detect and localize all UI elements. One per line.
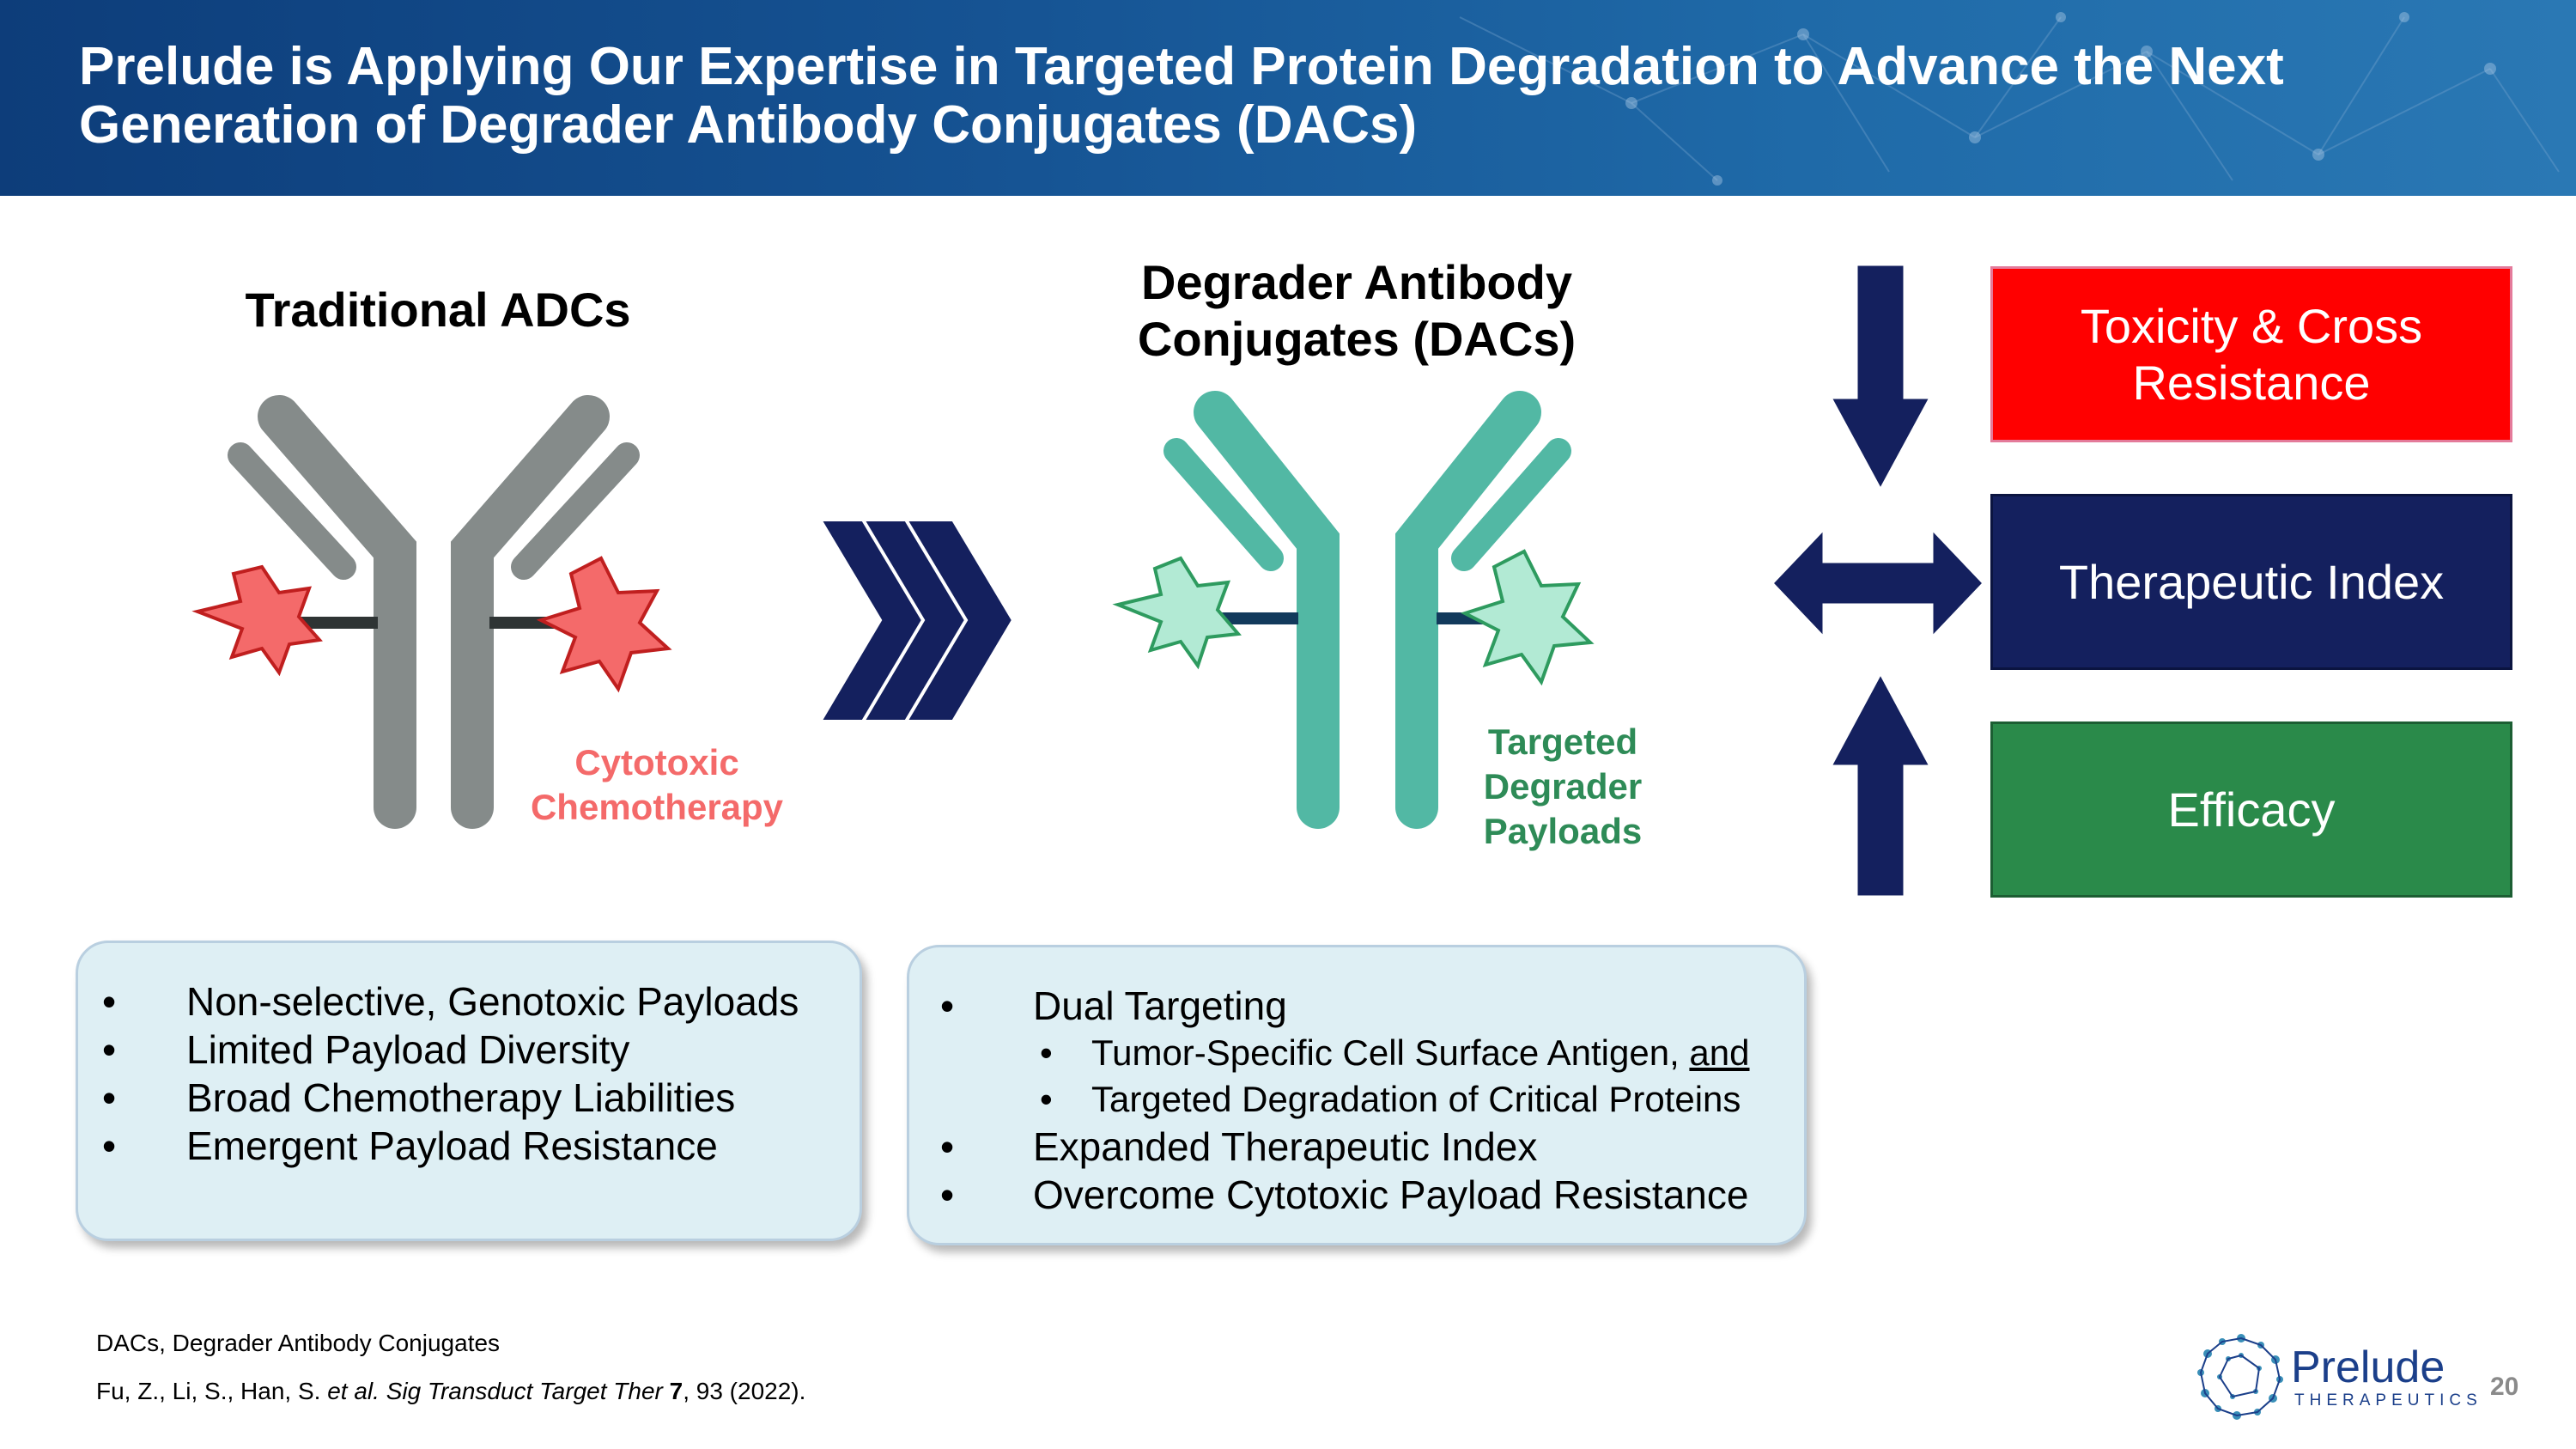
toxicity-cross-resistance-box: Toxicity & Cross Resistance [1990, 266, 2512, 442]
traditional-bullet-list: •Non-selective, Genotoxic Payloads •Limi… [102, 977, 834, 1170]
page-title: Prelude is Applying Our Expertise in Tar… [79, 37, 2284, 155]
list-item: •Dual Targeting [940, 983, 1287, 1028]
dac-heading: Degrader Antibody Conjugates (DACs) [1137, 255, 1577, 366]
list-item: •Broad Chemotherapy Liabilities [102, 1075, 736, 1120]
list-item: •Tumor-Specific Cell Surface Antigen, an… [1040, 1032, 1750, 1073]
list-item: •Non-selective, Genotoxic Payloads [102, 979, 799, 1024]
down-arrow-icon [1829, 265, 1932, 492]
degrader-payload-right-icon [1460, 549, 1595, 686]
prelude-logo-mark-icon [2197, 1334, 2283, 1420]
dac-bullets-card: •Dual Targeting •Tumor-Specific Cell Sur… [907, 945, 1807, 1245]
header-banner: Prelude is Applying Our Expertise in Tar… [0, 0, 2576, 196]
cytotoxic-payload-right-icon [536, 556, 672, 693]
efficacy-box: Efficacy [1990, 721, 2512, 898]
list-item: •Expanded Therapeutic Index [940, 1124, 1538, 1169]
network-pattern-icon [1459, 12, 2560, 186]
list-item: •Emergent Payload Resistance [102, 1123, 718, 1168]
dac-antibody-icon [1112, 391, 1595, 829]
dac-bullet-list: •Dual Targeting •Tumor-Specific Cell Sur… [940, 982, 1778, 1219]
logo-tagline: THERAPEUTICS [2294, 1391, 2482, 1409]
targeted-degrader-payloads-label: Targeted Degrader Payloads [1483, 721, 1643, 851]
list-item: •Targeted Degradation of Critical Protei… [1040, 1079, 1741, 1119]
double-arrow-icon [1771, 527, 1985, 639]
traditional-adc-bullets-card: •Non-selective, Genotoxic Payloads •Limi… [76, 941, 862, 1241]
page-number: 20 [2490, 1373, 2519, 1401]
cytotoxic-chemotherapy-label: Cytotoxic Chemotherapy [530, 742, 784, 827]
footnote-reference: Fu, Z., Li, S., Han, S. et al. Sig Trans… [96, 1378, 806, 1404]
list-item: •Limited Payload Diversity [102, 1027, 630, 1072]
logo-name: Prelude [2291, 1342, 2445, 1392]
degrader-payload-left-icon [1112, 556, 1242, 670]
up-arrow-icon [1829, 672, 1932, 898]
footnote-abbreviation: DACs, Degrader Antibody Conjugates [96, 1330, 501, 1356]
cytotoxic-payload-left-icon [191, 564, 323, 677]
list-item: •Overcome Cytotoxic Payload Resistance [940, 1172, 1749, 1217]
traditional-adcs-heading: Traditional ADCs [245, 283, 631, 337]
traditional-adc-antibody-icon [191, 395, 672, 829]
chevron-arrows-icon [820, 520, 1016, 721]
therapeutic-index-box: Therapeutic Index [1990, 494, 2512, 670]
